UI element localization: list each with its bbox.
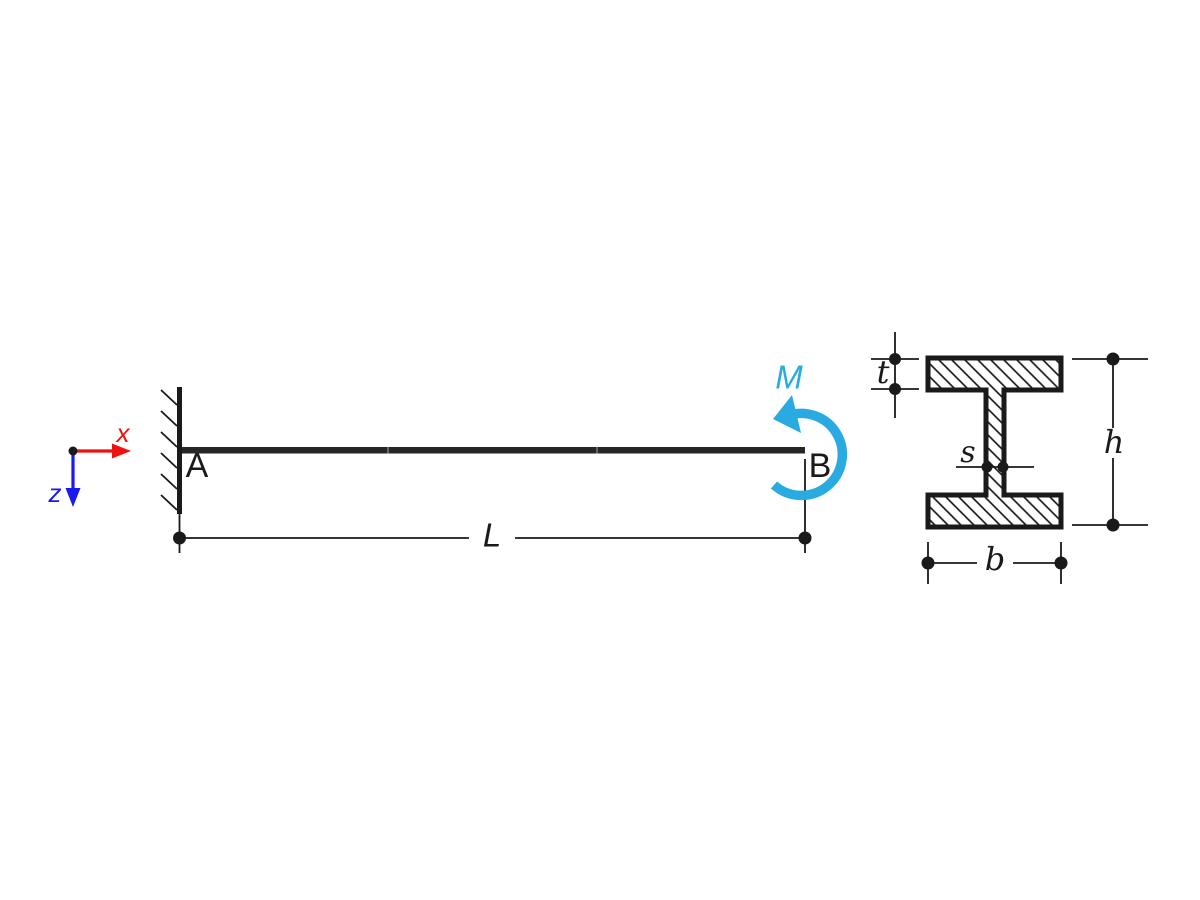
- z-axis-arrowhead-icon: [65, 488, 81, 507]
- beam-line: [182, 447, 805, 454]
- cross-section: [871, 332, 1148, 584]
- length-dimension-label: L: [482, 516, 502, 554]
- length-dimension: [173, 459, 812, 553]
- dimension-dot: [997, 461, 1009, 473]
- section-width-label: b: [984, 540, 1006, 578]
- origin-node-dot: [68, 446, 78, 456]
- dimension-dot: [921, 556, 935, 570]
- section-height-label: h: [1103, 423, 1125, 461]
- node-b-label: B: [808, 447, 832, 485]
- x-axis-arrowhead-icon: [112, 443, 131, 459]
- moment-arrow: [770, 395, 848, 501]
- moment-label: M: [775, 358, 803, 396]
- dimension-t: [871, 332, 919, 418]
- dimension-dot: [1106, 518, 1120, 532]
- dimension-dot: [889, 353, 901, 365]
- dimension-dot: [1054, 556, 1068, 570]
- fixed-support: [160, 387, 182, 514]
- dimension-h: [1072, 352, 1148, 532]
- x-axis-label: x: [116, 418, 130, 448]
- web-thickness-label: s: [960, 435, 976, 470]
- dimension-dot: [981, 461, 993, 473]
- i-section-outline: [925, 355, 1064, 530]
- dimension-dot: [798, 531, 812, 545]
- beam-segment-marks: [387, 447, 598, 454]
- dimension-b: [921, 542, 1068, 584]
- dimension-s: [956, 461, 1034, 473]
- moment-arrowhead-icon: [773, 395, 801, 433]
- moment-arc: [770, 408, 848, 501]
- support-hatching: [160, 389, 178, 511]
- dimension-dot: [173, 531, 186, 545]
- flange-thickness-label: t: [876, 353, 890, 391]
- dimension-dot: [889, 383, 901, 395]
- beam-member: [182, 447, 805, 454]
- coordinate-system: [65, 443, 131, 507]
- dimension-dot: [1106, 352, 1120, 366]
- z-axis-label: z: [48, 478, 62, 508]
- node-a-label: A: [185, 447, 209, 485]
